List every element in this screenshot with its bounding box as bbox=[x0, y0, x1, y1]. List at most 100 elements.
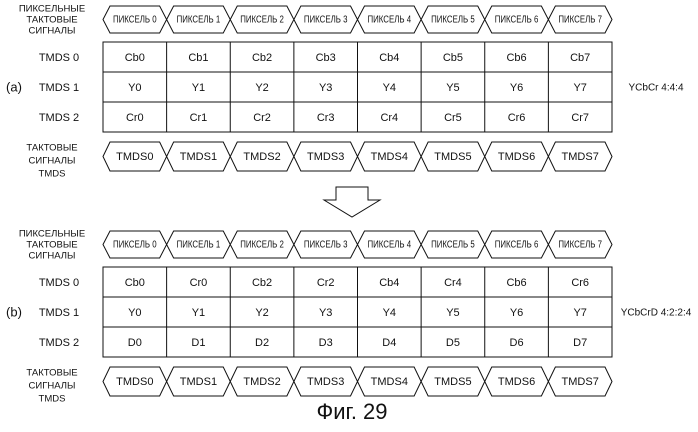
pixel-clock: ПИКСЕЛЬ 7 bbox=[558, 15, 602, 26]
grid-cell: Cr3 bbox=[317, 112, 335, 124]
grid-cell: Cb4 bbox=[379, 277, 399, 289]
grid-cell: D6 bbox=[510, 337, 524, 349]
pixel-clock-label-line: СИГНАЛЫ bbox=[29, 251, 76, 262]
grid-cell: D7 bbox=[573, 337, 587, 349]
tmds-clock: TMDS4 bbox=[371, 376, 408, 388]
pixel-clock-row: ПИКСЕЛЬ 0ПИКСЕЛЬ 1ПИКСЕЛЬ 2ПИКСЕЛЬ 3ПИКС… bbox=[103, 231, 612, 258]
grid-cell: Cr5 bbox=[444, 112, 462, 124]
grid-cell: Y0 bbox=[128, 307, 141, 319]
figure-caption: Фиг. 29 bbox=[316, 399, 387, 424]
tmds-clock: TMDS6 bbox=[498, 151, 535, 163]
pixel-clock: ПИКСЕЛЬ 7 bbox=[558, 240, 602, 251]
tmds-clock: TMDS7 bbox=[562, 151, 599, 163]
tmds-clock-label-line: ТАКТОВЫЕ bbox=[26, 368, 77, 379]
tmds-clock: TMDS1 bbox=[180, 151, 217, 163]
grid-cell: Cr4 bbox=[444, 277, 462, 289]
tmds-clock-label: ТАКТОВЫЕСИГНАЛЫTMDS bbox=[26, 143, 77, 180]
pixel-clock: ПИКСЕЛЬ 3 bbox=[304, 15, 348, 26]
pixel-clock: ПИКСЕЛЬ 6 bbox=[495, 15, 539, 26]
grid-cell: D5 bbox=[446, 337, 460, 349]
tmds-clock: TMDS4 bbox=[371, 151, 408, 163]
grid-cell: Y1 bbox=[192, 307, 205, 319]
format-label: YCbCr 4:4:4 bbox=[628, 83, 683, 94]
pixel-clock-label-line: ТАКТОВЫЕ bbox=[26, 15, 77, 26]
pixel-clock: ПИКСЕЛЬ 4 bbox=[368, 15, 412, 26]
grid-cell: Cb3 bbox=[316, 52, 336, 64]
tmds-clock: TMDS3 bbox=[307, 151, 344, 163]
grid-cell: Y2 bbox=[255, 82, 268, 94]
tmds-clock: TMDS2 bbox=[243, 376, 280, 388]
pixel-clock: ПИКСЕЛЬ 6 bbox=[495, 240, 539, 251]
grid-cell: Cb2 bbox=[252, 277, 272, 289]
tmds-clock: TMDS3 bbox=[307, 376, 344, 388]
grid-cell: Y0 bbox=[128, 82, 141, 94]
grid-cell: Y7 bbox=[573, 82, 586, 94]
grid-cell: Cb4 bbox=[379, 52, 399, 64]
grid-cell: Cr2 bbox=[253, 112, 271, 124]
grid-cell: Cb1 bbox=[188, 52, 208, 64]
grid-cell: Y3 bbox=[319, 82, 332, 94]
panel-tag: (b) bbox=[6, 304, 22, 319]
grid-cell: Cr4 bbox=[380, 112, 398, 124]
pixel-clock-label-line: СИГНАЛЫ bbox=[29, 26, 76, 37]
pixel-clock: ПИКСЕЛЬ 1 bbox=[177, 240, 221, 251]
grid-cell: Cb0 bbox=[125, 52, 145, 64]
pixel-clock: ПИКСЕЛЬ 2 bbox=[240, 240, 284, 251]
tmds-clock-label-line: СИГНАЛЫ bbox=[29, 156, 76, 167]
tmds-data-grid: TMDS 0Cb0Cr0Cb2Cr2Cb4Cr4Cb6Cr6TMDS 1Y0Y1… bbox=[39, 267, 612, 357]
tmds-clock-label-line: TMDS bbox=[39, 394, 66, 405]
pixel-clock: ПИКСЕЛЬ 4 bbox=[368, 240, 412, 251]
grid-cell: D0 bbox=[128, 337, 142, 349]
pixel-clock: ПИКСЕЛЬ 2 bbox=[240, 15, 284, 26]
grid-cell: Y4 bbox=[383, 307, 396, 319]
pixel-clock: ПИКСЕЛЬ 0 bbox=[113, 15, 157, 26]
channel-label: TMDS 2 bbox=[39, 337, 79, 349]
grid-cell: Cr0 bbox=[126, 112, 144, 124]
tmds-clock-label: ТАКТОВЫЕСИГНАЛЫTMDS bbox=[26, 368, 77, 405]
channel-label: TMDS 0 bbox=[39, 277, 79, 289]
grid-cell: Cb6 bbox=[506, 52, 526, 64]
tmds-clock: TMDS1 bbox=[180, 376, 217, 388]
tmds-clock: TMDS6 bbox=[498, 376, 535, 388]
pixel-clock-label-line: ТАКТОВЫЕ bbox=[26, 240, 77, 251]
tmds-clock-label-line: TMDS bbox=[39, 169, 66, 180]
pixel-clock: ПИКСЕЛЬ 5 bbox=[431, 240, 475, 251]
grid-cell: Y5 bbox=[446, 307, 459, 319]
grid-cell: Y6 bbox=[510, 307, 523, 319]
grid-cell: D3 bbox=[319, 337, 333, 349]
grid-cell: Cb2 bbox=[252, 52, 272, 64]
grid-cell: D4 bbox=[382, 337, 396, 349]
tmds-clock: TMDS2 bbox=[243, 151, 280, 163]
grid-cell: Cb7 bbox=[570, 52, 590, 64]
channel-label: TMDS 1 bbox=[39, 82, 79, 94]
grid-cell: Cr2 bbox=[317, 277, 335, 289]
grid-cell: Y4 bbox=[383, 82, 396, 94]
grid-cell: Cb0 bbox=[125, 277, 145, 289]
tmds-clock: TMDS0 bbox=[116, 376, 153, 388]
grid-cell: Cr6 bbox=[508, 112, 526, 124]
tmds-clock-row: TMDS0TMDS1TMDS2TMDS3TMDS4TMDS5TMDS6TMDS7 bbox=[103, 142, 612, 171]
grid-cell: Y3 bbox=[319, 307, 332, 319]
grid-cell: Y6 bbox=[510, 82, 523, 94]
pixel-clock-label-line: ПИКСЕЛЬНЫЕ bbox=[19, 4, 85, 15]
grid-cell: Y2 bbox=[255, 307, 268, 319]
grid-cell: Cr7 bbox=[571, 112, 589, 124]
tmds-clock: TMDS7 bbox=[562, 376, 599, 388]
arrow-down-icon bbox=[324, 187, 380, 217]
tmds-clock: TMDS5 bbox=[434, 151, 471, 163]
tmds-data-grid: TMDS 0Cb0Cb1Cb2Cb3Cb4Cb5Cb6Cb7TMDS 1Y0Y1… bbox=[39, 42, 612, 132]
channel-label: TMDS 1 bbox=[39, 307, 79, 319]
channel-label: TMDS 2 bbox=[39, 112, 79, 124]
pixel-clock-label: ПИКСЕЛЬНЫЕТАКТОВЫЕСИГНАЛЫ bbox=[19, 4, 85, 37]
tmds-clock: TMDS5 bbox=[434, 376, 471, 388]
panel-b: TMDS 0Cb0Cr0Cb2Cr2Cb4Cr4Cb6Cr6TMDS 1Y0Y1… bbox=[6, 267, 692, 357]
grid-cell: Cb6 bbox=[506, 277, 526, 289]
pixel-clock-row: ПИКСЕЛЬ 0ПИКСЕЛЬ 1ПИКСЕЛЬ 2ПИКСЕЛЬ 3ПИКС… bbox=[103, 6, 612, 33]
channel-label: TMDS 0 bbox=[39, 52, 79, 64]
panel-a: TMDS 0Cb0Cb1Cb2Cb3Cb4Cb5Cb6Cb7TMDS 1Y0Y1… bbox=[6, 42, 684, 132]
pixel-clock: ПИКСЕЛЬ 5 bbox=[431, 15, 475, 26]
grid-cell: D1 bbox=[191, 337, 205, 349]
pixel-clock: ПИКСЕЛЬ 3 bbox=[304, 240, 348, 251]
grid-cell: Y1 bbox=[192, 82, 205, 94]
